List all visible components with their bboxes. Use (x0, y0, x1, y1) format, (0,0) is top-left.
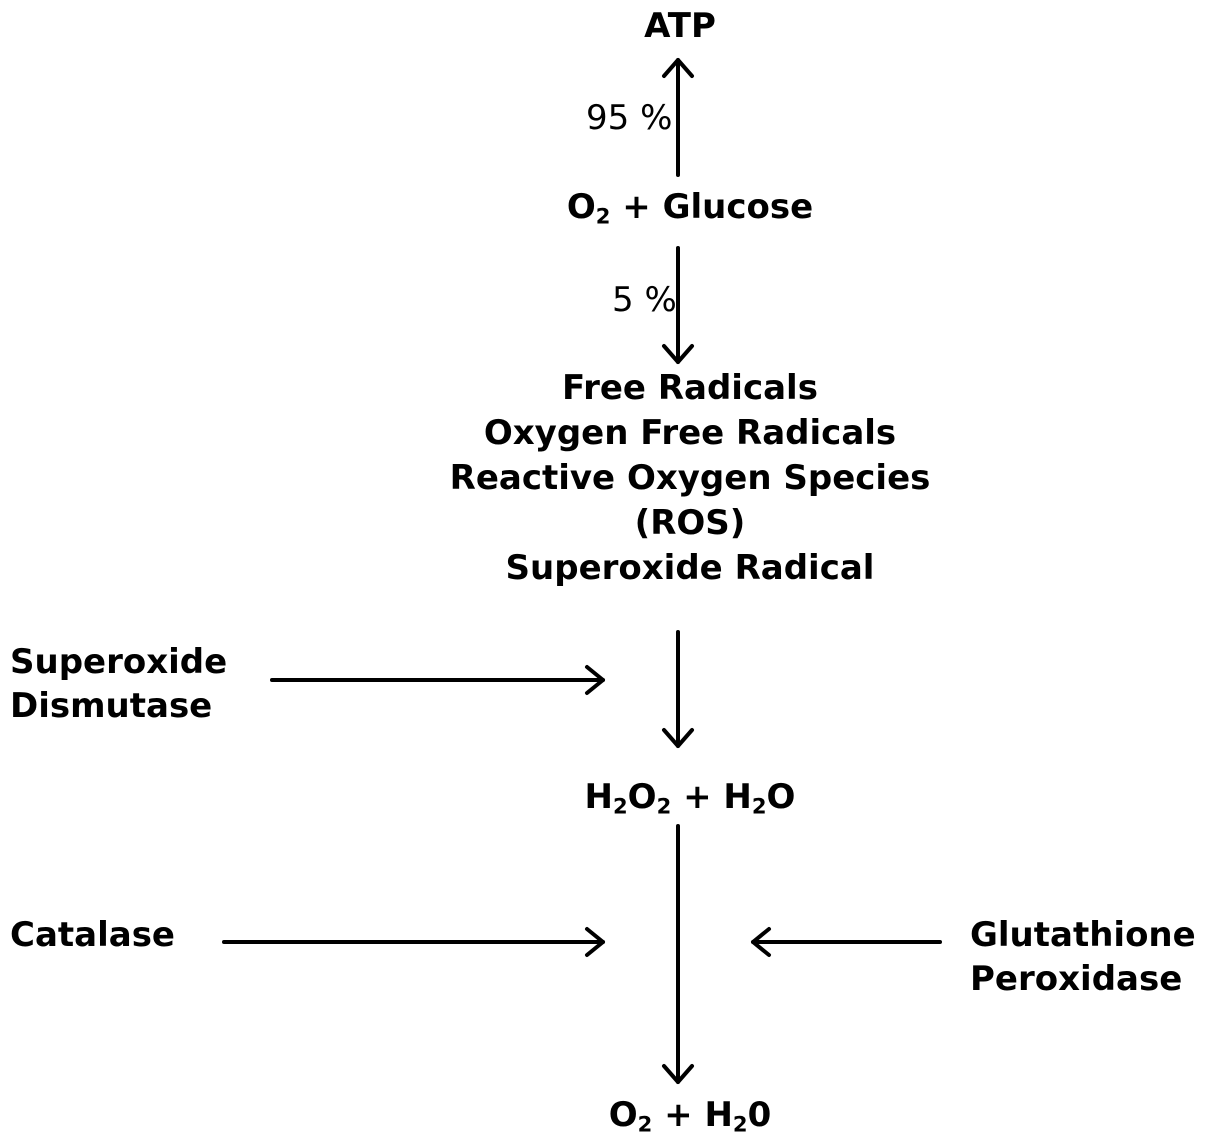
free-radicals-line-3: Reactive Oxygen Species (449, 458, 931, 498)
arrow-catalase (222, 927, 605, 957)
o2-h20-sub-2: 2 (732, 1111, 748, 1137)
o2-glucose-rest: + Glucose (610, 187, 814, 227)
glutathione-peroxidase-line-1: Glutathione (970, 915, 1196, 955)
h2o-o: O (766, 777, 796, 817)
arrow-radicals-to-h2o2 (662, 630, 694, 748)
o2-h20-zero: 0 (747, 1095, 772, 1135)
h2o2-sub-1: 2 (613, 793, 628, 819)
superoxide-dismutase-line-2: Dismutase (10, 686, 213, 726)
node-o2-glucose: O2 + Glucose (567, 185, 813, 230)
free-radicals-line-2: Oxygen Free Radicals (483, 413, 897, 453)
h2o-plus-h: + H (671, 777, 752, 817)
node-h2o2-h2o: H2O2 + H2O (585, 775, 796, 820)
enzyme-catalase: Catalase (10, 915, 175, 955)
arrow-glucose-to-atp (662, 58, 694, 177)
h2o2-h: H (584, 777, 614, 817)
arrow-glucose-to-radicals (662, 246, 694, 364)
free-radicals-line-1: Free Radicals (562, 368, 818, 408)
o2-h20-o: O (608, 1095, 638, 1135)
h2o2-sub-2: 2 (656, 793, 672, 819)
free-radicals-line-4: (ROS) (634, 503, 746, 543)
o2-glucose-o: O (566, 187, 596, 227)
arrow-glutathione-peroxidase (751, 927, 942, 957)
node-atp: ATP (644, 4, 716, 49)
node-atp-label: ATP (644, 6, 716, 46)
superoxide-dismutase-line-1: Superoxide (10, 642, 228, 682)
h2o-sub: 2 (751, 793, 767, 819)
arrow-superoxide-dismutase (270, 665, 605, 695)
node-free-radicals: Free Radicals Oxygen Free Radicals React… (450, 366, 931, 591)
o2-h20-sub-1: 2 (637, 1111, 653, 1137)
percent-to-radicals: 5 % (612, 280, 677, 320)
o2-glucose-subscript: 2 (595, 203, 611, 229)
percent-to-atp: 95 % (586, 98, 673, 138)
node-o2-h20: O2 + H20 (609, 1093, 772, 1138)
glutathione-peroxidase-line-2: Peroxidase (970, 959, 1183, 999)
enzyme-superoxide-dismutase: Superoxide Dismutase (10, 640, 227, 728)
free-radicals-line-5: Superoxide Radical (505, 548, 875, 588)
o2-h20-plus-h: + H (652, 1095, 733, 1135)
h2o2-o: O (627, 777, 657, 817)
arrow-h2o2-to-o2-h2o (662, 824, 694, 1084)
enzyme-glutathione-peroxidase: Glutathione Peroxidase (970, 913, 1196, 1001)
